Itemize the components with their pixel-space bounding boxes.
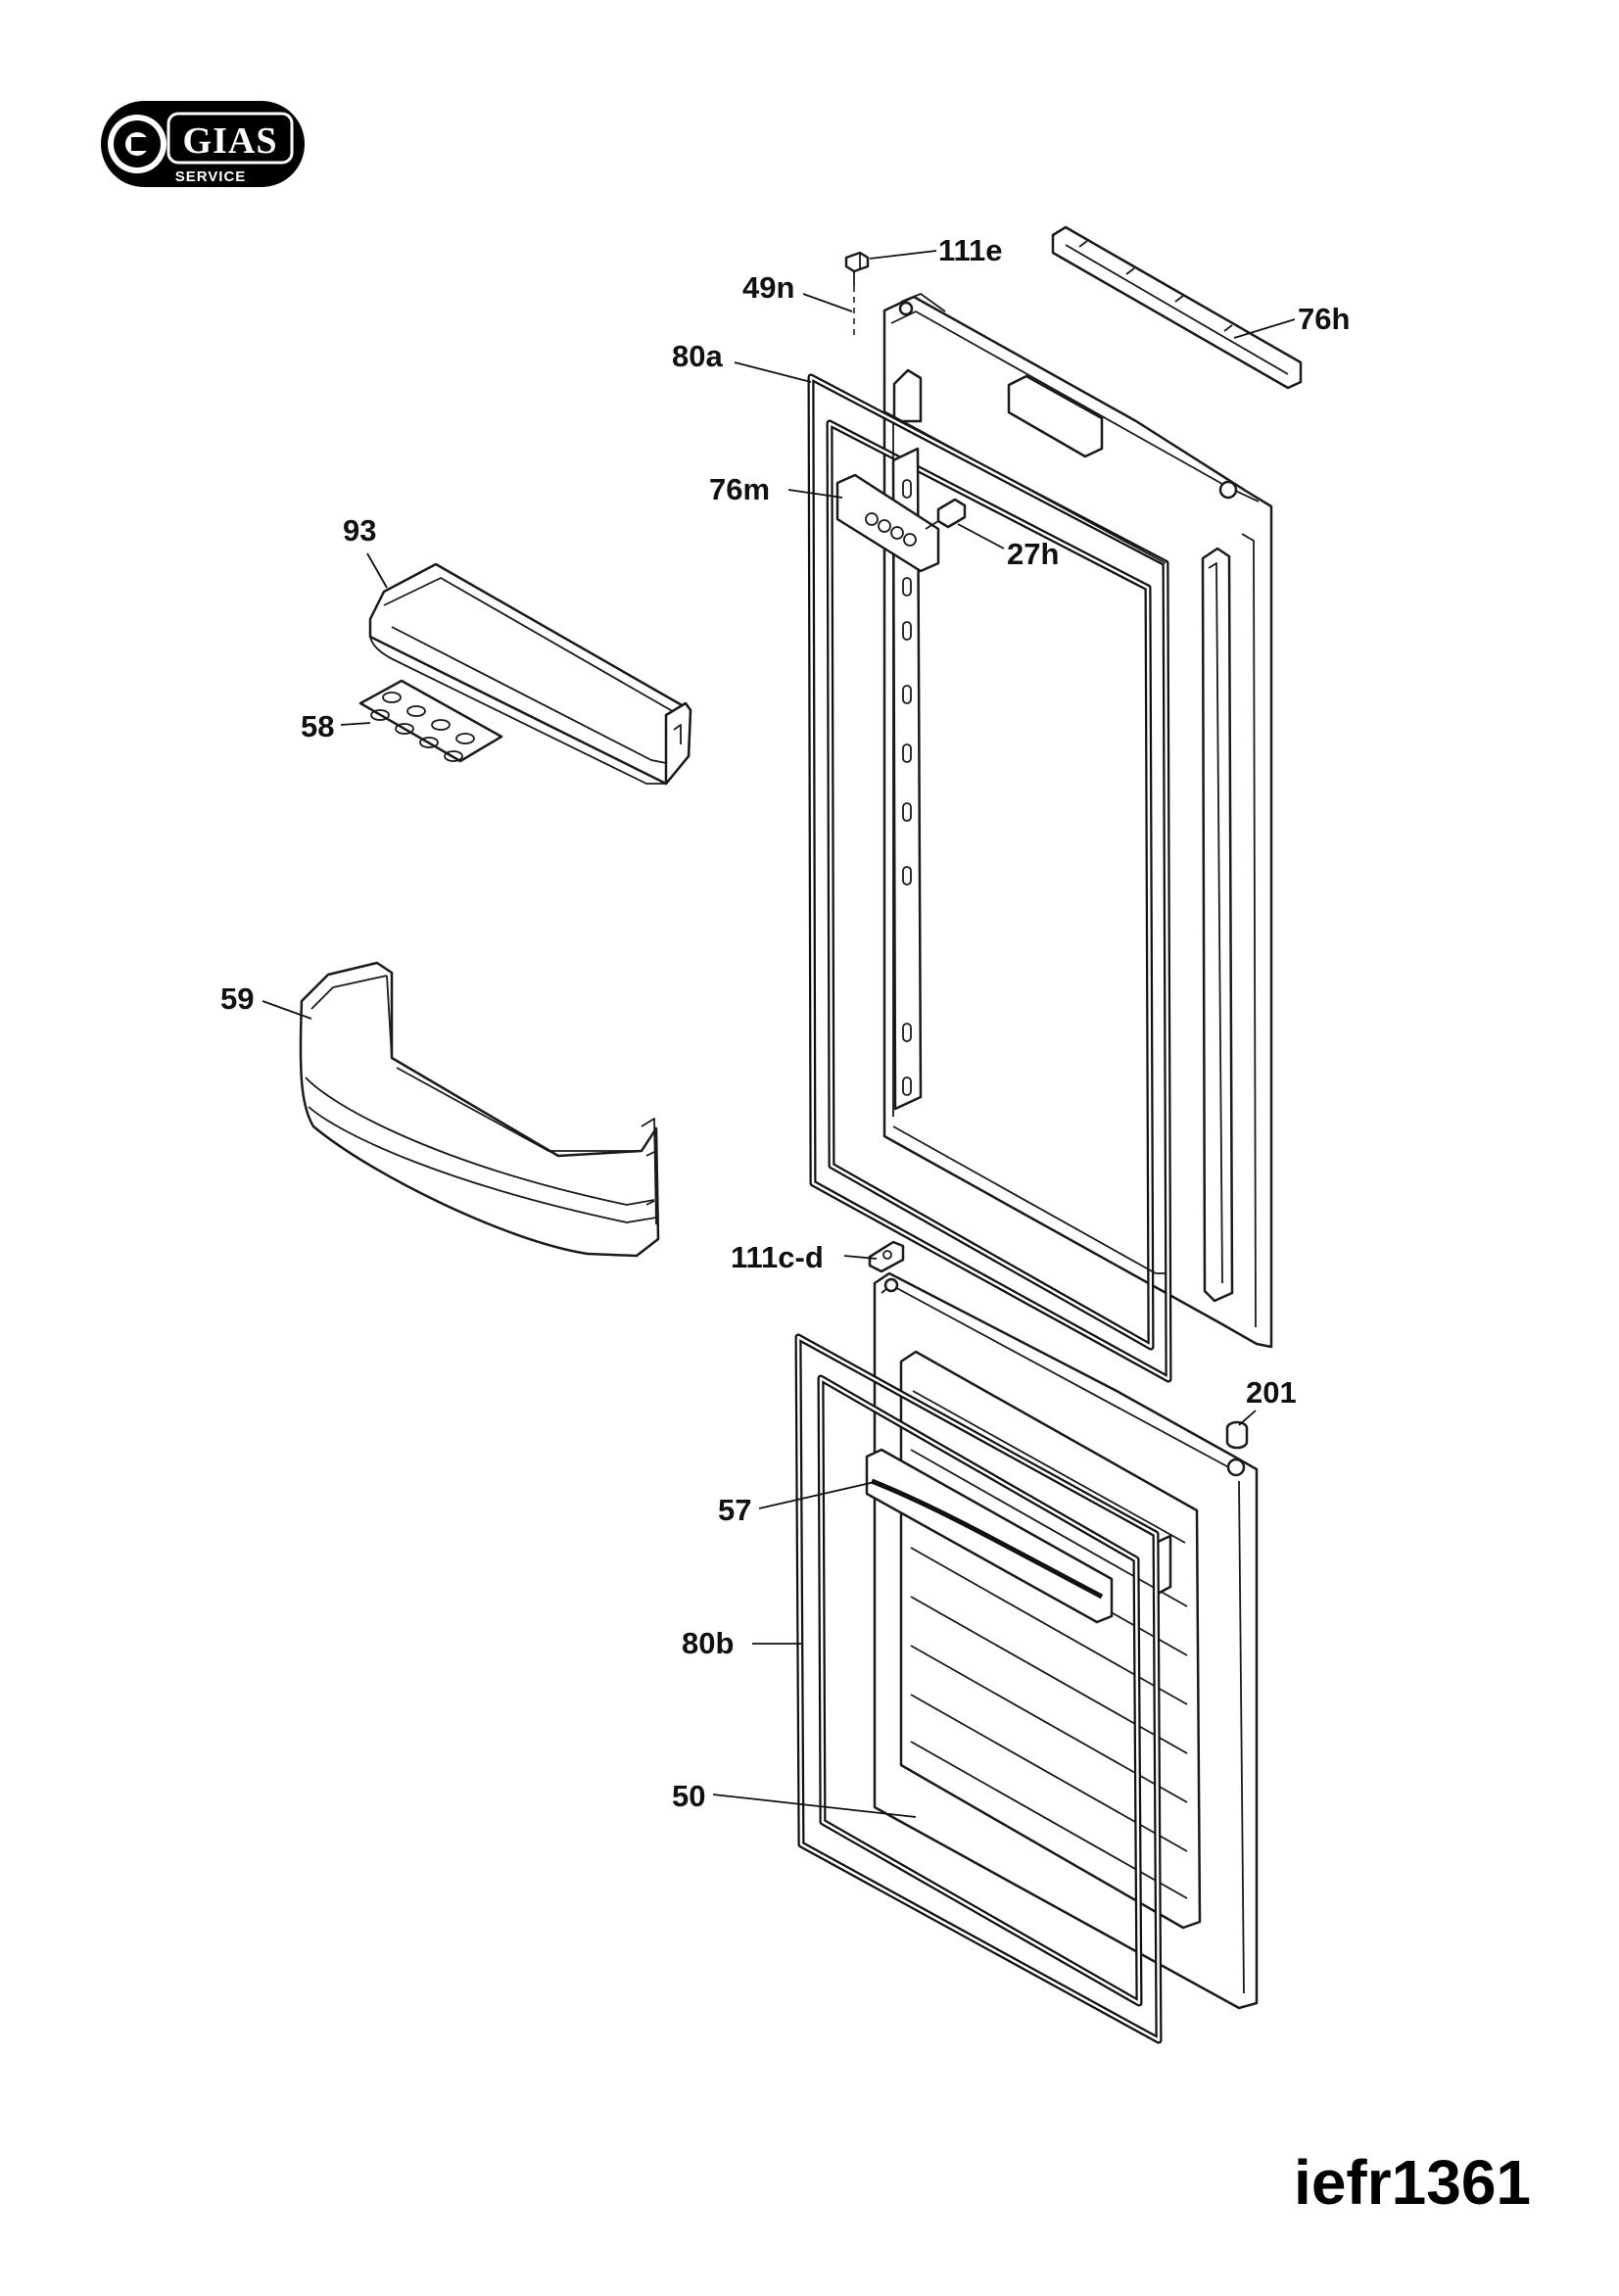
label-111e: 111e xyxy=(938,233,1003,267)
model-code: iefr1361 xyxy=(1294,2147,1531,2218)
part-111c-d-hinge xyxy=(868,1240,905,1273)
leader-lines xyxy=(262,250,1296,1818)
logo-brand: GIAS xyxy=(183,120,278,162)
label-80b: 80b xyxy=(682,1626,734,1660)
part-201-cap xyxy=(1225,1420,1249,1450)
label-80a: 80a xyxy=(672,339,723,373)
label-111c-d: 111c-d xyxy=(731,1240,824,1274)
label-201: 201 xyxy=(1246,1375,1297,1410)
lower-inner-liner xyxy=(899,1350,1202,1930)
callout-labels: 111e 76h 49n 80a 76m 27h 93 58 59 111c-d… xyxy=(220,233,1350,1813)
rail-slots xyxy=(902,479,912,1096)
label-76h: 76h xyxy=(1298,302,1350,336)
upper-vertical-rail xyxy=(891,447,923,1111)
gias-service-logo: GIAS SERVICE xyxy=(101,101,305,187)
label-59: 59 xyxy=(220,981,254,1016)
part-76m-control-panel xyxy=(835,473,940,573)
part-93-door-shelf xyxy=(368,562,692,786)
part-59-bottle-shelf xyxy=(299,961,660,1258)
part-76h-top-strip xyxy=(1051,225,1303,390)
part-58-egg-tray xyxy=(358,679,503,763)
logo-subtitle: SERVICE xyxy=(175,168,247,185)
label-49n: 49n xyxy=(742,270,794,305)
part-57-handle-bar xyxy=(865,1448,1114,1624)
label-57: 57 xyxy=(718,1493,751,1527)
egg-cups xyxy=(370,692,475,762)
part-27h-lamp xyxy=(925,498,967,530)
label-93: 93 xyxy=(343,513,376,548)
label-27h: 27h xyxy=(1007,537,1059,571)
part-80a-gasket xyxy=(807,373,1172,1383)
upper-door-panel xyxy=(882,293,1273,1349)
part-111e-screw xyxy=(844,251,870,338)
label-50: 50 xyxy=(672,1779,705,1813)
label-76m: 76m xyxy=(709,472,770,506)
part-80b-gasket xyxy=(794,1333,1163,2044)
label-58: 58 xyxy=(301,709,334,743)
